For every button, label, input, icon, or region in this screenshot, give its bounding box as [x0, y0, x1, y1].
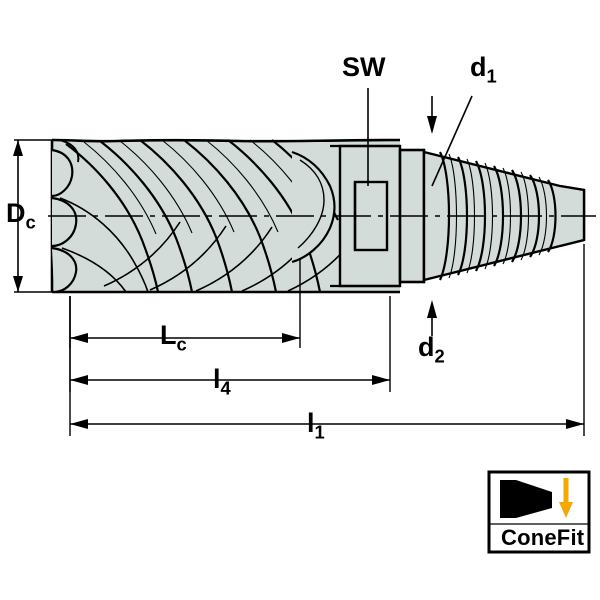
flute-shade-3	[161, 139, 235, 233]
flute-lower-3	[103, 221, 181, 287]
conefit-logo-text: ConeFit	[501, 525, 585, 550]
dimension-lc	[69, 258, 301, 348]
conefit-logo-group	[487, 470, 591, 554]
dc-arrow-top	[13, 140, 23, 156]
conefit-logo-cone	[516, 480, 552, 518]
flute-runout-pocket	[291, 150, 336, 264]
l4-arrow-right	[372, 375, 390, 385]
flute-shade-4	[205, 139, 279, 233]
flute-line-4	[183, 139, 278, 293]
flute-lower-2	[61, 247, 127, 293]
flute-line-1	[65, 143, 160, 293]
flute-lower-5	[195, 226, 273, 292]
flute-lower-1	[59, 197, 149, 293]
leader-d2	[427, 300, 437, 336]
dimension-dc	[13, 139, 58, 293]
flute-line-2	[99, 140, 194, 293]
d2-arrow	[427, 300, 437, 318]
lc-arrow-left	[70, 333, 88, 343]
lc-arrow-right	[282, 333, 300, 343]
thread-crest-7	[547, 179, 557, 253]
dc-arrow-bottom	[13, 276, 23, 292]
end-scallop-3	[51, 246, 78, 294]
leader-d1	[427, 95, 473, 187]
l4-arrow-left	[70, 375, 88, 385]
end-scallop-4	[59, 139, 80, 163]
dimension-l1	[69, 244, 585, 436]
end-scallop-1	[51, 148, 74, 198]
cutter-top-edge	[51, 138, 401, 143]
d1-arrow	[427, 116, 437, 134]
conefit-logo-arrowhead	[559, 502, 573, 518]
label-d1: d1	[470, 52, 497, 87]
l1-arrow-left	[70, 419, 88, 429]
flute-shade-1	[83, 141, 157, 235]
label-dc: Dc	[6, 198, 36, 233]
thread-root-6	[538, 176, 548, 256]
d1-leader-line	[431, 95, 473, 187]
label-l4: l4	[213, 364, 231, 399]
label-lc: Lc	[160, 320, 187, 355]
end-scallop-2	[51, 196, 78, 248]
flute-shade-2	[119, 140, 193, 234]
l1-arrow-right	[566, 419, 584, 429]
flute-lower-4	[149, 225, 227, 291]
flute-runout-inner	[297, 159, 325, 249]
label-sw: SW	[342, 52, 386, 82]
label-d2: d2	[418, 332, 445, 367]
conefit-logo-block	[500, 480, 516, 518]
flute-line-3	[139, 139, 234, 293]
label-l1: l1	[307, 408, 325, 443]
thread-crest-4	[493, 165, 505, 267]
